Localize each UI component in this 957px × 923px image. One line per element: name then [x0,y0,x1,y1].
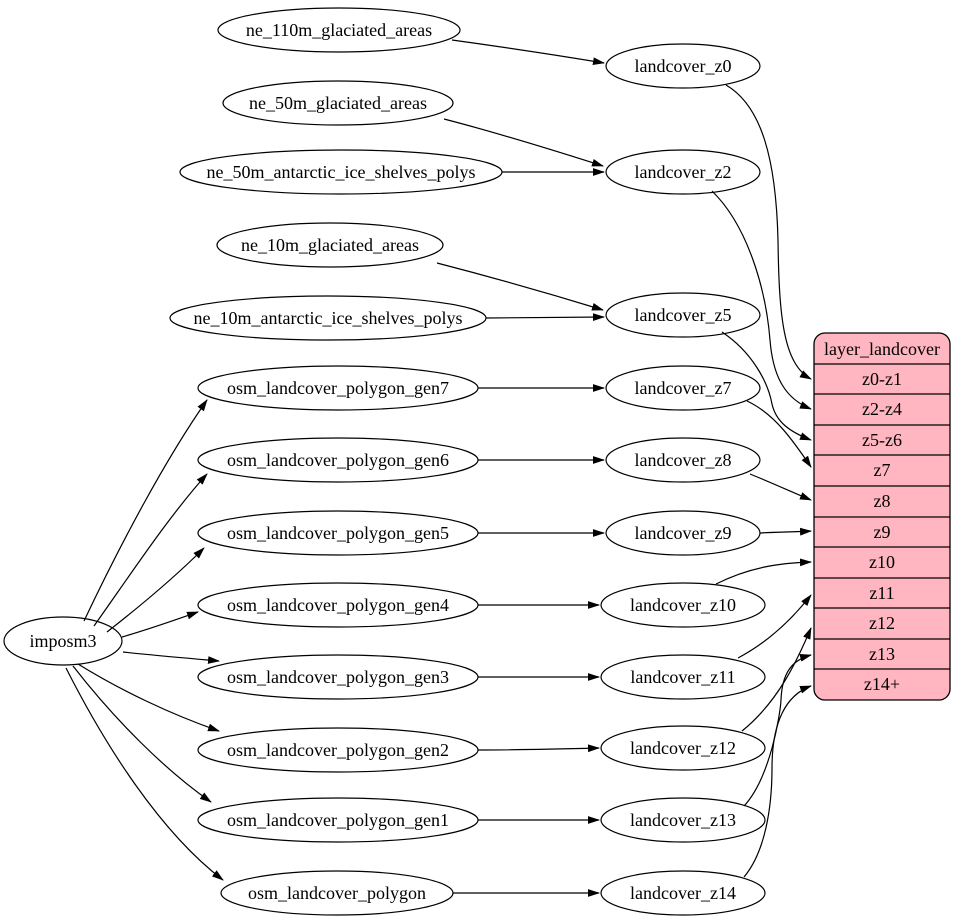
table-row-z12: z12 [869,613,895,633]
edge-osm_landcover_polygon_gen2-landcover_z12 [477,744,600,753]
node-label: ne_10m_glaciated_areas [241,235,419,255]
node-osm_landcover_polygon_gen7: osm_landcover_polygon_gen7 [197,365,479,411]
node-label: ne_110m_glaciated_areas [246,20,432,40]
table-row-z11: z11 [869,583,894,603]
node-label: landcover_z10 [630,595,736,615]
edge-landcover_z5-row-z5-z6 [721,331,812,441]
node-label: ne_10m_antarctic_ice_shelves_polys [194,308,463,328]
node-osm_landcover_polygon_gen3: osm_landcover_polygon_gen3 [197,654,479,700]
node-osm_landcover_polygon: osm_landcover_polygon [220,870,454,916]
table-row-z10: z10 [869,552,895,572]
node-ne_10m_glaciated_areas: ne_10m_glaciated_areas [216,222,444,268]
node-label: landcover_z11 [630,667,735,687]
table-row-z2-z4: z2-z4 [862,399,902,419]
node-landcover_z12: landcover_z12 [600,725,766,771]
node-landcover_z5: landcover_z5 [605,292,761,338]
node-ne_50m_antarctic_ice_shelves_polys: ne_50m_antarctic_ice_shelves_polys [179,149,503,195]
edge-landcover_z7-row-z7 [746,400,812,468]
table-row-z0-z1: z0-z1 [862,369,902,389]
node-landcover_z8: landcover_z8 [605,437,761,483]
table-layer_landcover: layer_landcover z0-z1 z2-z4 z5-z6 z7 z8 … [813,332,951,701]
node-label: landcover_z0 [635,56,732,76]
node-label: ne_50m_antarctic_ice_shelves_polys [207,162,476,182]
node-label: osm_landcover_polygon_gen1 [227,810,449,830]
node-landcover_z0: landcover_z0 [605,43,761,89]
node-osm_landcover_polygon_gen1: osm_landcover_polygon_gen1 [197,797,479,843]
table-row-z7: z7 [874,460,891,480]
table-title: layer_landcover [824,339,940,359]
node-label: landcover_z7 [635,378,732,398]
edge-imposm3-osm_landcover_polygon_gen5 [106,547,205,633]
edge-landcover_z10-row-z10 [715,558,812,585]
node-osm_landcover_polygon_gen4: osm_landcover_polygon_gen4 [197,582,479,628]
node-osm_landcover_polygon_gen5: osm_landcover_polygon_gen5 [197,510,479,556]
edge-landcover_z2-row-z2-z4 [711,190,812,410]
node-landcover_z11: landcover_z11 [600,654,766,700]
node-label: osm_landcover_polygon [248,883,426,903]
node-landcover_z2: landcover_z2 [605,149,761,195]
edge-ne_110m_glaciated_areas-landcover_z0 [451,39,605,66]
edge-landcover_z8-row-z8 [749,473,812,501]
node-landcover_z10: landcover_z10 [600,582,766,628]
edge-imposm3-osm_landcover_polygon [65,667,224,881]
node-imposm3: imposm3 [3,616,123,666]
edge-landcover_z0-row-z0-z1 [725,84,812,380]
edge-ne_50m_glaciated_areas-landcover_z2 [443,118,604,167]
node-label: osm_landcover_polygon_gen6 [227,450,449,470]
node-label: osm_landcover_polygon_gen2 [227,740,449,760]
node-label: osm_landcover_polygon_gen5 [227,523,449,543]
edge-landcover_z14-row-z14plus [743,685,812,878]
edge-imposm3-osm_landcover_polygon_gen3 [122,651,220,664]
node-landcover_z9: landcover_z9 [605,510,761,556]
node-landcover_z13: landcover_z13 [600,797,766,843]
node-label: osm_landcover_polygon_gen3 [227,667,449,687]
table-row-z13: z13 [869,644,895,664]
node-landcover_z14: landcover_z14 [600,870,766,916]
edge-ne_10m_glaciated_areas-landcover_z5 [436,262,604,311]
node-label: landcover_z8 [635,450,732,470]
table-row-z9: z9 [874,522,891,542]
node-label: landcover_z5 [635,305,732,325]
node-label: landcover_z13 [630,810,736,830]
edge-imposm3-osm_landcover_polygon_gen6 [93,473,208,627]
node-label: landcover_z9 [635,523,732,543]
table-row-z14plus: z14+ [864,674,900,694]
node-label: ne_50m_glaciated_areas [249,93,427,113]
edge-landcover_z9-row-z9 [759,527,812,536]
node-ne_50m_glaciated_areas: ne_50m_glaciated_areas [222,80,454,126]
node-label: osm_landcover_polygon_gen4 [227,595,449,615]
node-label: imposm3 [29,631,96,651]
table-row-z8: z8 [874,491,891,511]
edge-imposm3-osm_landcover_polygon_gen4 [121,611,199,638]
node-ne_10m_antarctic_ice_shelves_polys: ne_10m_antarctic_ice_shelves_polys [169,295,487,341]
table-row-z5-z6: z5-z6 [862,430,902,450]
edge-ne_10m_antarctic_ice_shelves_polys-landcover_z5 [485,313,605,321]
node-landcover_z7: landcover_z7 [605,365,761,411]
node-label: osm_landcover_polygon_gen7 [227,378,449,398]
edge-imposm3-osm_landcover_polygon_gen7 [83,399,208,622]
edge-imposm3-osm_landcover_polygon_gen1 [72,665,212,803]
edge-landcover_z13-row-z13 [743,654,812,807]
node-osm_landcover_polygon_gen6: osm_landcover_polygon_gen6 [197,437,479,483]
edge-imposm3-osm_landcover_polygon_gen2 [77,663,220,732]
edge-landcover_z11-row-z11 [737,594,812,659]
node-label: landcover_z14 [630,883,736,903]
node-ne_110m_glaciated_areas: ne_110m_glaciated_areas [217,7,461,53]
node-label: landcover_z12 [630,738,736,758]
node-label: landcover_z2 [635,162,732,182]
node-osm_landcover_polygon_gen2: osm_landcover_polygon_gen2 [197,727,479,773]
edge-landcover_z12-row-z12 [741,627,812,732]
